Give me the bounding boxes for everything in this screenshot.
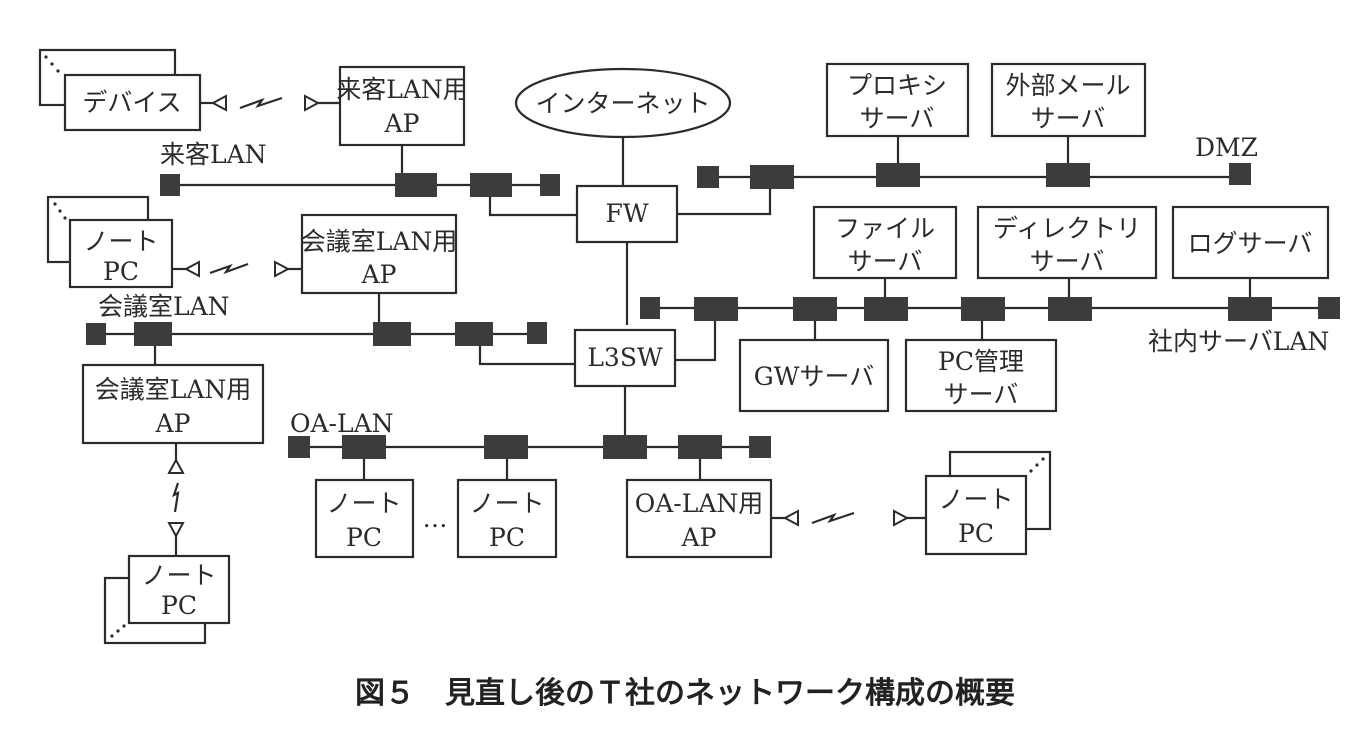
svg-text:AP: AP: [155, 409, 191, 438]
svg-text:ノート: ノート: [83, 227, 158, 256]
external-mail-server-node: 外部メール サーバ: [990, 62, 1147, 138]
oa-notepc-node-2: ノート PC: [456, 478, 558, 559]
svg-text:PC: PC: [161, 591, 197, 620]
antenna-icon: [782, 509, 799, 527]
antenna-icon: [167, 522, 185, 539]
figure-caption: 図５ 見直し後のＴ社のネットワーク構成の概要: [355, 676, 1015, 711]
oa-lan-label: OA-LAN: [290, 409, 394, 438]
conf-ap-node-2: 会議室LAN用 AP: [81, 363, 265, 445]
oa-lan-bus: [288, 435, 771, 480]
log-server-node: ログサーバ: [1171, 205, 1330, 280]
svg-text:AP: AP: [361, 260, 397, 289]
svg-text:AP: AP: [681, 523, 717, 552]
antenna-icon: [274, 260, 291, 278]
svg-text:ノート: ノート: [326, 489, 401, 518]
svg-text:PC: PC: [103, 257, 139, 286]
svg-text:会議室LAN用: 会議室LAN用: [95, 375, 252, 404]
server-lan-bus: [640, 278, 1340, 340]
svg-text:ファイル: ファイル: [835, 214, 935, 243]
antenna-icon: [183, 260, 200, 278]
conf-lan-label: 会議室LAN: [98, 292, 230, 321]
wireless-link-conf-2: [167, 443, 185, 556]
guest-lan-label: 来客LAN: [160, 140, 267, 169]
svg-text:プロキシ: プロキシ: [847, 71, 947, 100]
conf-lan-bus: [86, 293, 577, 366]
conf-notepc-node-2: ノート PC: [103, 554, 231, 645]
wireless-link-guest: [200, 94, 340, 112]
gw-server-node: GWサーバ: [738, 338, 890, 413]
wireless-link-conf-1: [172, 260, 302, 278]
svg-text:AP: AP: [384, 109, 420, 138]
guest-ap-node: 来客LAN用 AP: [336, 65, 468, 147]
conf-notepc-node: ノート PC: [46, 195, 174, 289]
svg-text:会議室LAN用: 会議室LAN用: [301, 227, 458, 256]
dmz-label: DMZ: [1195, 133, 1258, 162]
directory-server-node: ディレクトリ サーバ: [976, 205, 1158, 280]
wireless-link-oa: [771, 509, 925, 527]
guest-lan-bus: [160, 145, 577, 217]
svg-text:来客LAN用: 来客LAN用: [336, 75, 468, 104]
fw-node: FW: [575, 184, 679, 244]
svg-text:ノート: ノート: [469, 489, 544, 518]
oa-notepc-node-1: ノート PC: [314, 478, 415, 559]
antenna-icon: [210, 94, 227, 112]
svg-text:サーバ: サーバ: [848, 247, 923, 276]
conf-ap-node-1: 会議室LAN用 AP: [301, 213, 458, 295]
svg-text:外部メール: 外部メール: [1005, 71, 1130, 100]
dmz-bus: [697, 136, 1251, 189]
svg-text:ノート: ノート: [141, 561, 216, 590]
svg-text:GWサーバ: GWサーバ: [754, 362, 874, 391]
device-label: デバイス: [82, 88, 181, 117]
svg-text:PC: PC: [958, 519, 994, 548]
antenna-icon: [893, 509, 910, 527]
antenna-icon: [167, 457, 185, 474]
svg-text:インターネット: インターネット: [535, 89, 710, 118]
internet-node: インターネット: [514, 67, 732, 139]
oa-notepc-wireless-node: ノート PC: [924, 450, 1052, 556]
file-server-node: ファイル サーバ: [812, 205, 958, 280]
svg-text:サーバ: サーバ: [1031, 104, 1106, 133]
svg-text:サーバ: サーバ: [944, 380, 1019, 409]
svg-text:PC管理: PC管理: [938, 347, 1024, 376]
antenna-icon: [304, 94, 321, 112]
proxy-server-node: プロキシ サーバ: [825, 62, 970, 138]
svg-text:サーバ: サーバ: [860, 104, 935, 133]
l3sw-node: L3SW: [573, 328, 677, 388]
svg-text:FW: FW: [605, 199, 648, 228]
device-node: デバイス: [38, 48, 202, 132]
svg-text:ログサーバ: ログサーバ: [1188, 229, 1313, 258]
oa-ap-node: OA-LAN用 AP: [625, 478, 773, 559]
ellipsis: …: [423, 504, 448, 533]
svg-text:PC: PC: [346, 523, 382, 552]
server-lan-label: 社内サーバLAN: [1148, 327, 1329, 356]
svg-text:L3SW: L3SW: [587, 343, 663, 372]
svg-text:PC: PC: [489, 523, 525, 552]
svg-text:ディレクトリ: ディレクトリ: [993, 214, 1141, 243]
svg-text:ノート: ノート: [938, 485, 1013, 514]
svg-text:OA-LAN用: OA-LAN用: [635, 489, 764, 518]
svg-text:サーバ: サーバ: [1030, 247, 1105, 276]
pc-management-server-node: PC管理 サーバ: [904, 338, 1058, 413]
